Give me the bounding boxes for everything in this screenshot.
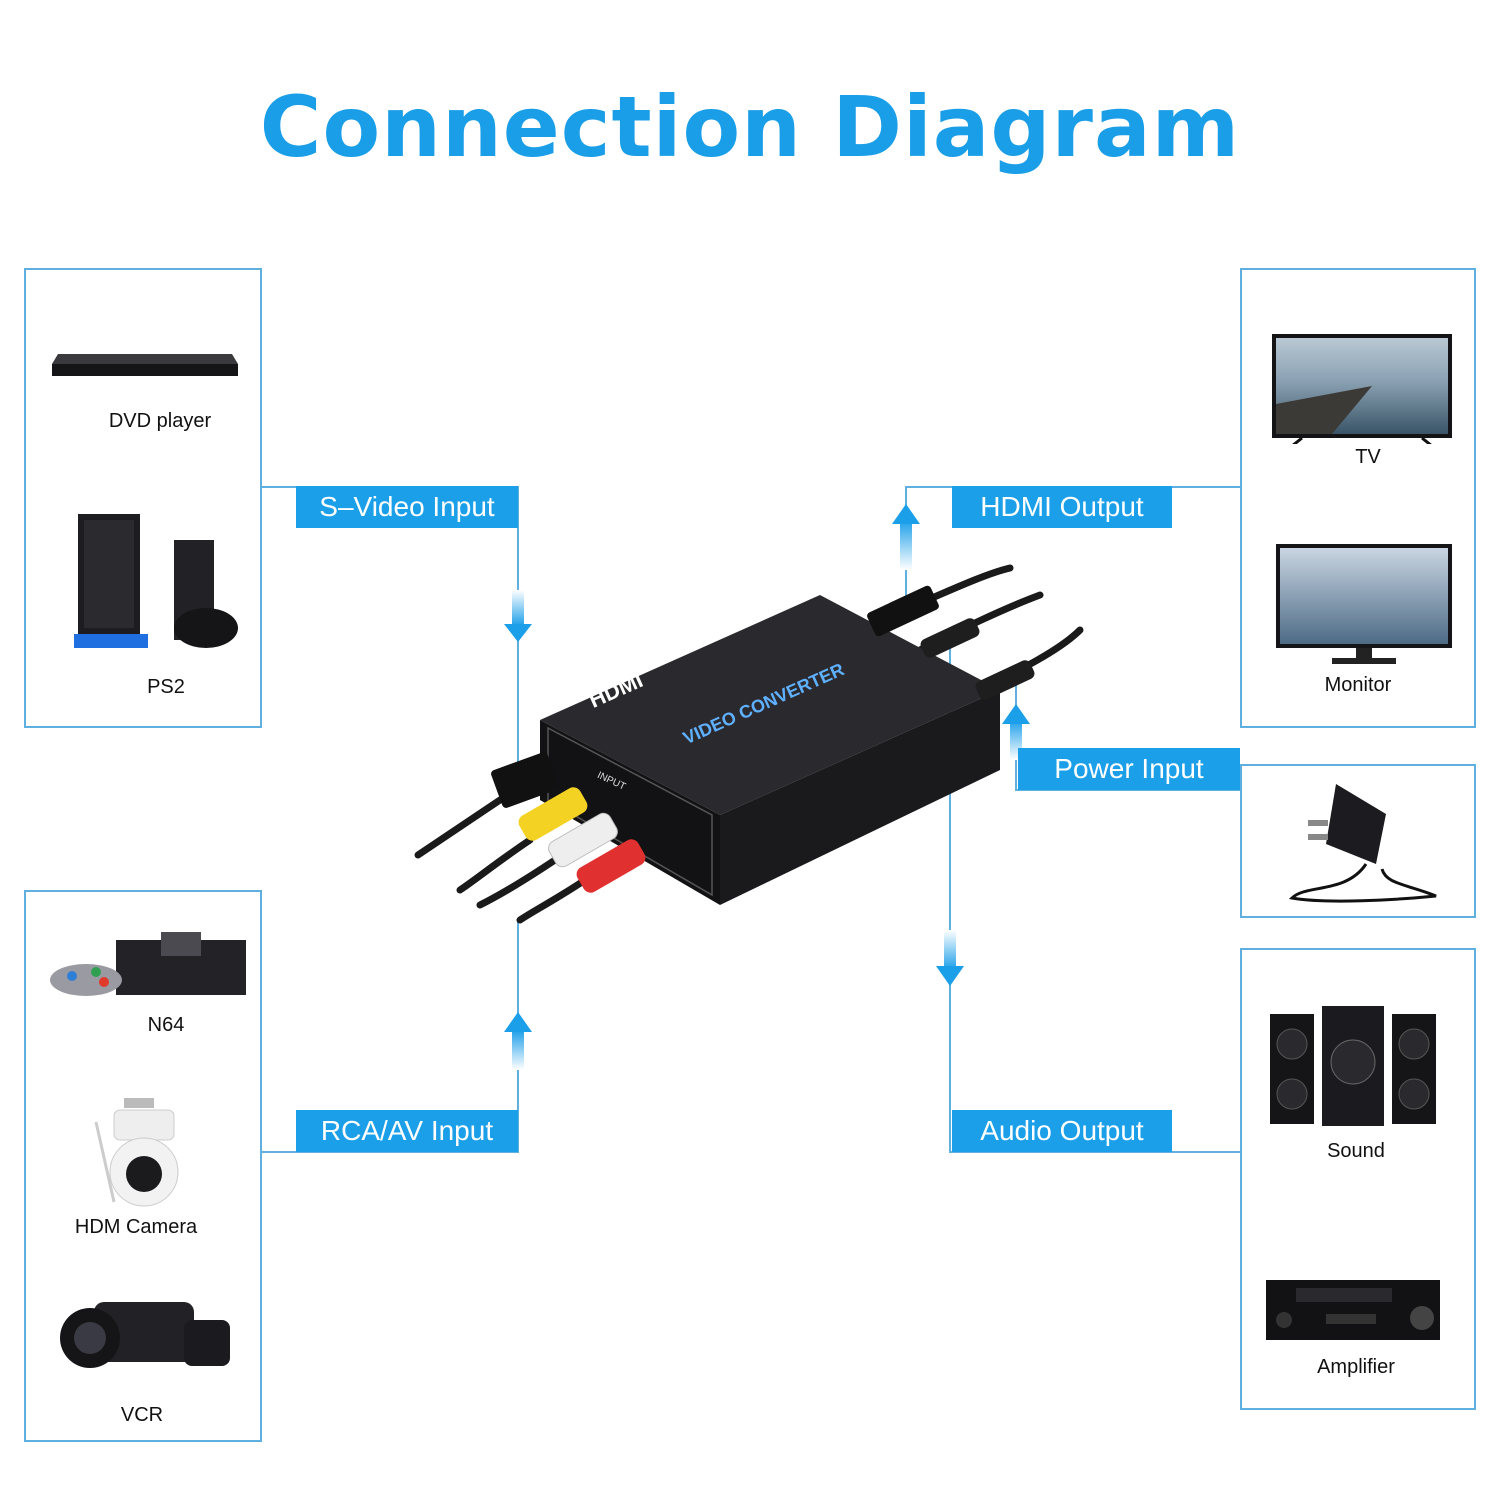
svideo-cable (414, 796, 504, 859)
converter-box (540, 595, 1000, 905)
red-cable (516, 876, 589, 924)
label-hdm-camera: HDM Camera (74, 1216, 198, 1238)
label-vcr: VCR (120, 1404, 164, 1426)
tag-svideo-input: S–Video Input (296, 486, 518, 528)
hdmi-plug (867, 585, 939, 637)
panel-hdmi-outputs: TV Monitor (1240, 268, 1476, 728)
label-tv: TV (1355, 446, 1381, 468)
label-ps2: PS2 (147, 676, 185, 698)
camera-icon (94, 1098, 179, 1207)
panel-svideo-sources: DVD player PS2 (24, 268, 262, 728)
sound-system-icon (1270, 1006, 1436, 1126)
tag-hdmi-output: HDMI Output (952, 486, 1172, 528)
tag-rca-av-input: RCA/AV Input (296, 1110, 518, 1152)
power-plug (975, 660, 1035, 700)
red-plug (576, 839, 646, 893)
ps2-icon (74, 514, 238, 648)
panel-audio-outputs: Sound Amplifier (1240, 948, 1476, 1410)
svideo-plug (491, 752, 559, 808)
dvd-player-icon (52, 354, 238, 376)
label-dvd-player: DVD player (108, 410, 212, 432)
page-title: Connection Diagram (259, 78, 1241, 176)
tv-icon (1272, 334, 1452, 444)
label-amplifier: Amplifier (1317, 1356, 1395, 1378)
audio-line (949, 648, 1240, 1153)
panel-rca-sources: N64 HDM Camera VCR (24, 890, 262, 1442)
hdmi-arrow (892, 504, 920, 570)
n64-icon (50, 932, 246, 996)
label-sound: Sound (1327, 1140, 1385, 1162)
white-plug (548, 812, 618, 868)
amplifier-icon (1266, 1280, 1440, 1340)
tag-audio-output: Audio Output (952, 1110, 1172, 1152)
vcr-icon (60, 1302, 230, 1368)
monitor-icon (1276, 544, 1452, 664)
white-cable (476, 856, 559, 909)
rca-arrow (504, 1012, 532, 1070)
yellow-cable (456, 836, 534, 894)
rca-line (262, 920, 519, 1153)
audio-plug (920, 618, 980, 658)
panel-power-source (1240, 764, 1476, 918)
tag-power-input: Power Input (1018, 748, 1240, 790)
svideo-line (262, 486, 519, 780)
audio-arrow (936, 930, 964, 986)
label-monitor: Monitor (1324, 674, 1392, 696)
yellow-plug (518, 787, 588, 841)
svideo-arrow (504, 590, 532, 642)
power-adapter-icon (1288, 784, 1437, 903)
label-n64: N64 (147, 1014, 185, 1036)
